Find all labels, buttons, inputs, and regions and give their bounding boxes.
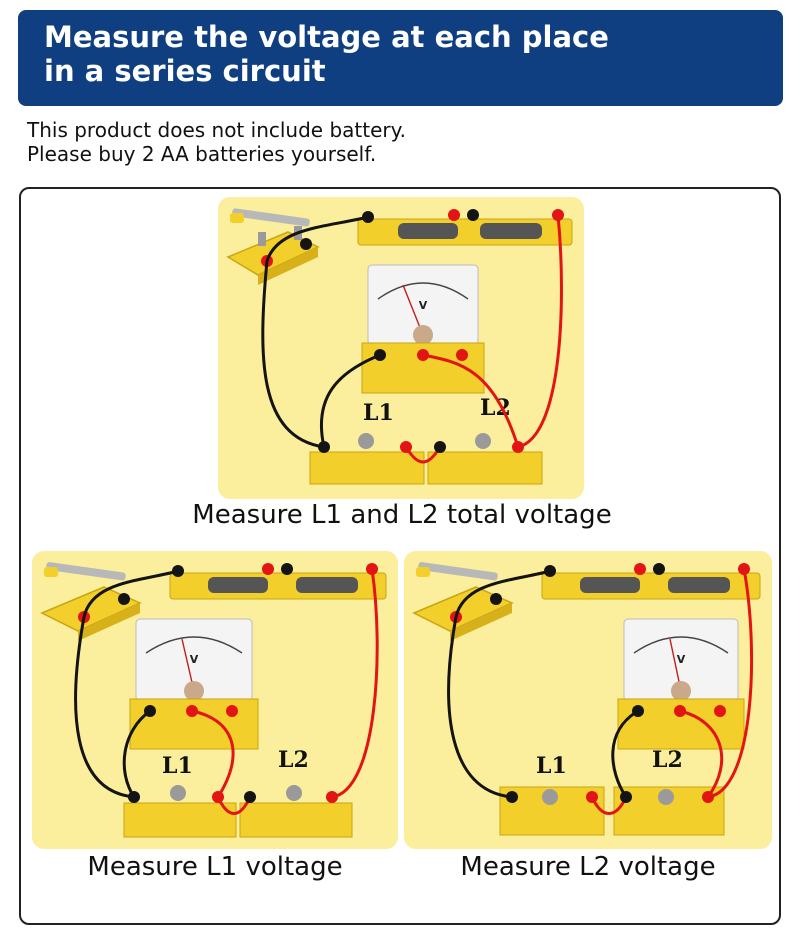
knife-switch-icon <box>226 208 320 285</box>
terminal-icon <box>318 441 524 453</box>
knife-switch-icon <box>412 562 514 641</box>
title-line-1: Measure the voltage at each place <box>44 20 609 54</box>
battery-holder-icon <box>357 209 573 246</box>
voltmeter-icon: V <box>361 264 485 394</box>
circuit-illustration-total: V L1 L2 <box>218 197 584 499</box>
voltmeter-icon: V <box>129 618 259 750</box>
voltmeter-icon: V <box>617 618 745 750</box>
battery-note: This product does not include battery. P… <box>27 118 406 166</box>
caption-total-voltage: Measure L1 and L2 total voltage <box>192 500 612 530</box>
circuit-illustration-l1: V L1 L2 <box>32 551 398 849</box>
title-line-2: in a series circuit <box>44 54 326 88</box>
meter-scale-letter: V <box>677 653 686 666</box>
lamp-2-label: L2 <box>278 747 309 773</box>
battery-holder-icon <box>169 563 387 600</box>
illustration-frame <box>19 187 781 925</box>
terminal-icon <box>506 791 714 803</box>
battery-holder-icon <box>541 563 761 600</box>
circuit-panel-l2: V L1 L2 <box>404 551 772 849</box>
bulb-holder-icon <box>309 433 543 485</box>
terminal-icon <box>128 791 338 803</box>
meter-scale-letter: V <box>190 653 199 666</box>
wiring <box>74 568 379 815</box>
battery-note-line-2: Please buy 2 AA batteries yourself. <box>27 142 377 166</box>
knife-switch-icon <box>40 562 142 641</box>
lamp-1-label: L1 <box>363 400 394 426</box>
circuit-panel-total: V L1 L2 <box>218 197 584 499</box>
lamp-1-label: L1 <box>536 753 567 779</box>
title-banner: Measure the voltage at each place in a s… <box>18 10 783 106</box>
lamp-1-label: L1 <box>162 753 193 779</box>
wiring <box>261 214 563 464</box>
meter-scale-letter: V <box>419 299 428 312</box>
bulb-holder-icon <box>123 785 353 838</box>
caption-l1-voltage: Measure L1 voltage <box>87 852 343 882</box>
battery-note-line-1: This product does not include battery. <box>27 118 406 142</box>
circuit-panel-l1: V L1 L2 <box>32 551 398 849</box>
caption-l2-voltage: Measure L2 voltage <box>460 852 716 882</box>
circuit-illustration-l2: V L1 L2 <box>404 551 772 849</box>
lamp-2-label: L2 <box>652 747 683 773</box>
wiring <box>447 568 754 815</box>
